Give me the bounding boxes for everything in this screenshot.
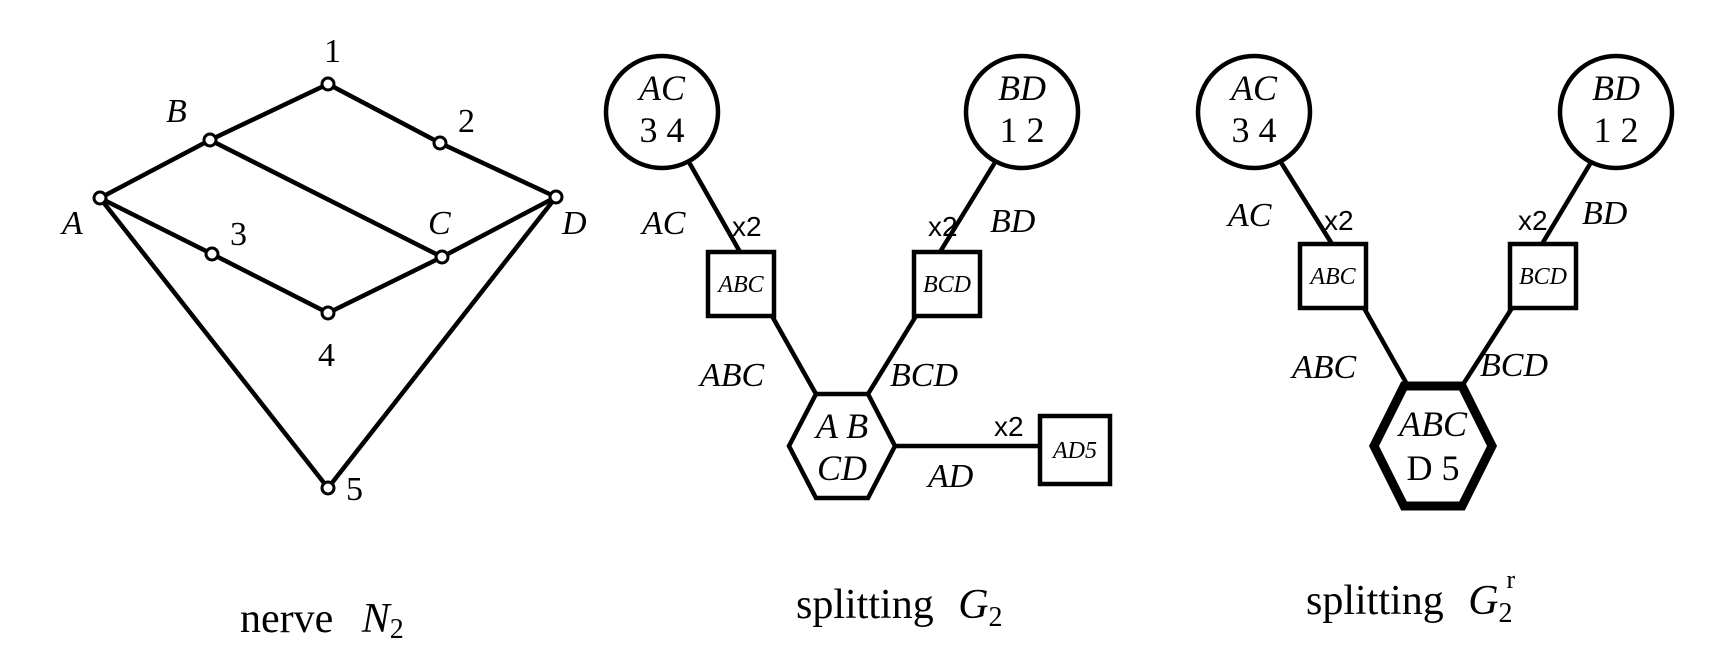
panel-splitting-reduced: AC 3 4 BD 1 2 ABC BCD ABC D 5 AC BD ABC … <box>1195 53 1675 629</box>
box-far-label: AD5 <box>1051 438 1097 464</box>
edge-box-right-hex <box>865 313 919 397</box>
edge-A-3 <box>97 195 215 257</box>
mult-far: x2 <box>994 411 1024 442</box>
caption-splitting-reduced: splitting G2r <box>1306 565 1516 629</box>
r-circle-right-node <box>1557 53 1675 171</box>
caption-nerve: nerve N2 <box>240 596 404 645</box>
label-2: 2 <box>458 103 475 140</box>
circle-right-node <box>963 53 1081 171</box>
r-mult-left: x2 <box>1324 205 1354 236</box>
label-D: D <box>561 205 587 242</box>
panel-nerve: 1 2 3 4 5 A B C D nerve N2 <box>60 33 587 645</box>
label-4: 4 <box>318 337 335 374</box>
r-edge-label-bcd: BCD <box>1480 347 1548 384</box>
edge-2-D <box>437 140 559 200</box>
box-left-label: ABC <box>716 272 764 298</box>
hex-top-label: A B <box>814 406 868 446</box>
vertex-5 <box>320 480 336 496</box>
label-5: 5 <box>346 471 363 508</box>
box-right-label: BCD <box>923 272 971 298</box>
r-edge-label-abc: ABC <box>1290 349 1357 386</box>
label-C: C <box>428 205 451 242</box>
vertex-3 <box>204 246 220 262</box>
edge-circle-left-box <box>687 161 743 255</box>
r-hex-bottom-label: D 5 <box>1407 448 1460 488</box>
edge-5-D <box>325 194 559 491</box>
edge-4-C <box>325 254 445 316</box>
vertex-2 <box>432 135 448 151</box>
r-mult-right: x2 <box>1518 205 1548 236</box>
panel-splitting: AC 3 4 BD 1 2 ABC BCD AD5 A B CD AC BD A… <box>603 53 1113 633</box>
hex-node <box>786 391 898 501</box>
edge-r-circle-left-box <box>1279 161 1335 247</box>
r-edge-label-bd: BD <box>1582 195 1628 232</box>
r-circle-left-node <box>1195 53 1313 171</box>
box-far-node <box>1037 413 1113 487</box>
edge-label-bcd: BCD <box>890 357 958 394</box>
r-hex-node <box>1368 381 1498 511</box>
edge-r-circle-right-box <box>1539 161 1593 247</box>
r-circle-right-bottom: 1 2 <box>1594 110 1639 150</box>
label-B: B <box>166 93 187 130</box>
r-edge-label-ac: AC <box>1226 197 1272 234</box>
edge-r-box-right-hex <box>1459 305 1515 389</box>
mult-right: x2 <box>928 211 958 242</box>
edge-label-bd: BD <box>990 203 1036 240</box>
r-circle-right-top: BD <box>1592 68 1640 108</box>
label-1: 1 <box>324 33 341 70</box>
r-box-left-node <box>1297 241 1369 311</box>
edge-1-2 <box>325 81 443 146</box>
edge-label-ad: AD <box>926 458 974 495</box>
r-hex-top-label: ABC <box>1397 404 1468 444</box>
r-box-left-label: ABC <box>1308 264 1356 290</box>
vertex-4 <box>320 305 336 321</box>
hex-bottom-label: CD <box>817 448 867 488</box>
r-box-right-node <box>1507 241 1579 311</box>
circle-left-node <box>603 53 721 171</box>
vertex-C <box>434 249 450 265</box>
vertex-1 <box>320 76 336 92</box>
edge-C-D <box>439 194 559 260</box>
r-circle-left-bottom: 3 4 <box>1232 110 1277 150</box>
edge-A-5 <box>97 195 331 491</box>
caption-splitting: splitting G2 <box>796 582 1003 633</box>
edge-box-left-hex <box>769 313 819 397</box>
vertex-B <box>202 132 218 148</box>
mult-left: x2 <box>732 211 762 242</box>
r-circle-left-top: AC <box>1229 68 1278 108</box>
r-box-right-label: BCD <box>1519 264 1567 290</box>
vertex-D <box>548 189 564 205</box>
edge-A-B <box>97 137 213 201</box>
box-left-node <box>705 249 777 319</box>
circle-right-top: BD <box>998 68 1046 108</box>
circle-left-top: AC <box>637 68 686 108</box>
edge-circle-right-box <box>937 161 997 255</box>
edge-B-1 <box>207 81 331 143</box>
circle-right-bottom: 1 2 <box>1000 110 1045 150</box>
label-A: A <box>60 205 83 242</box>
edge-label-abc: ABC <box>698 357 765 394</box>
circle-left-bottom: 3 4 <box>640 110 685 150</box>
edge-3-4 <box>209 251 331 316</box>
edge-label-ac: AC <box>640 205 686 242</box>
edge-B-C <box>207 137 445 260</box>
box-right-node <box>911 249 983 319</box>
vertex-A <box>92 190 108 206</box>
edge-r-box-left-hex <box>1361 305 1411 389</box>
label-3: 3 <box>230 216 247 253</box>
